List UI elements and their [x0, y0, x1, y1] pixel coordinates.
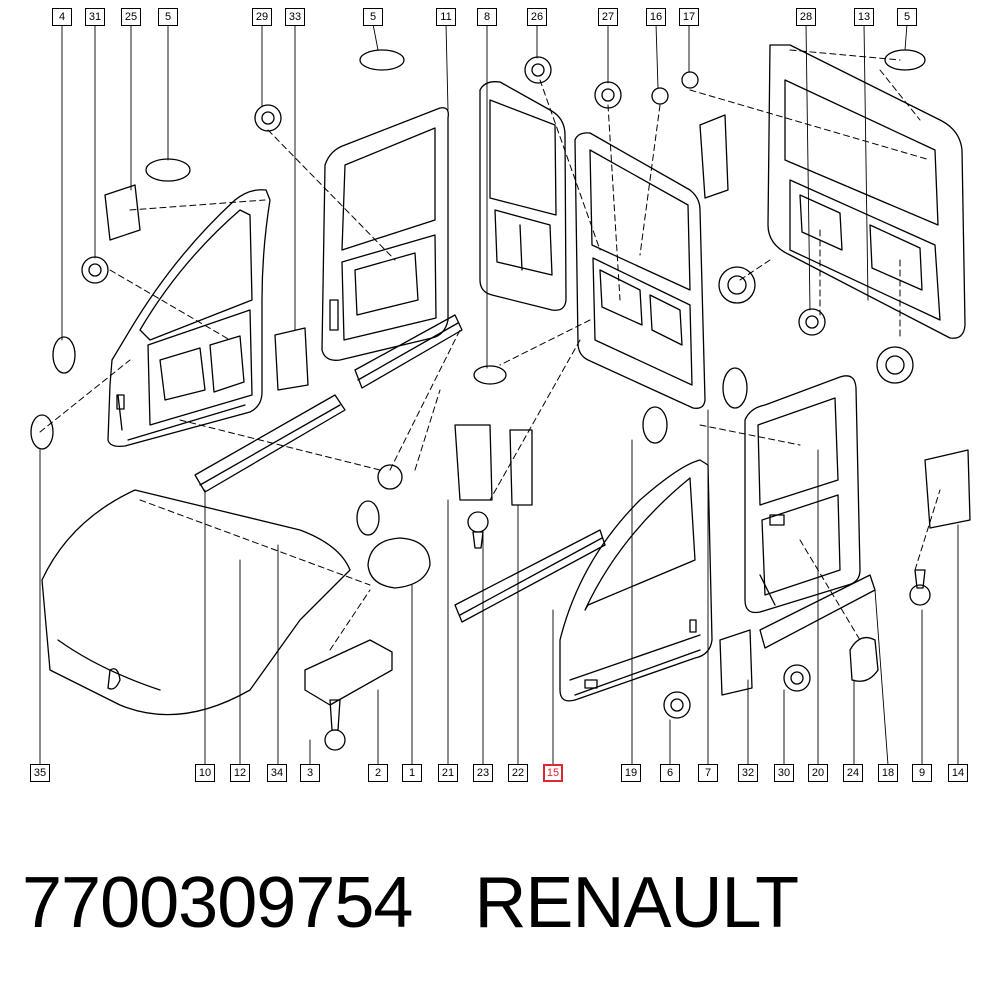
callout-top-5c: 5 [897, 8, 917, 26]
hood-drawing [41, 489, 351, 716]
callout-bottom-20: 20 [808, 764, 828, 782]
sliding-door-drawing [574, 132, 706, 409]
callout-top-13: 13 [854, 8, 874, 26]
callout-top-17: 17 [679, 8, 699, 26]
callout-top-5a: 5 [158, 8, 178, 26]
callout-bottom-21: 21 [438, 764, 458, 782]
callout-bottom-6: 6 [660, 764, 680, 782]
callout-bottom-3: 3 [300, 764, 320, 782]
callout-bottom-35: 35 [30, 764, 50, 782]
callout-top-4: 4 [52, 8, 72, 26]
callout-bottom-32: 32 [738, 764, 758, 782]
callout-top-27: 27 [598, 8, 618, 26]
dashed-locator-lines [39, 49, 941, 651]
centre-door-drawing [479, 81, 567, 311]
callout-bottom-7: 7 [698, 764, 718, 782]
callout-top-5b: 5 [363, 8, 383, 26]
callout-top-16: 16 [646, 8, 666, 26]
callout-bottom-2: 2 [368, 764, 388, 782]
callout-top-25: 25 [121, 8, 141, 26]
leader-lines [39, 23, 959, 766]
callout-top-28: 28 [796, 8, 816, 26]
callout-bottom-14: 14 [948, 764, 968, 782]
callout-bottom-22: 22 [508, 764, 528, 782]
callout-bottom-1: 1 [402, 764, 422, 782]
rear-side-door-drawing [744, 375, 861, 614]
brand-name: RENAULT [474, 863, 799, 943]
callout-bottom-18: 18 [878, 764, 898, 782]
callout-bottom-30: 30 [774, 764, 794, 782]
caption: 7700309754 RENAULT [22, 858, 799, 948]
exploded-door-diagram [30, 23, 971, 766]
callout-top-29: 29 [252, 8, 272, 26]
callout-bottom-12: 12 [230, 764, 250, 782]
callout-bottom-23: 23 [473, 764, 493, 782]
callout-bottom-9: 9 [912, 764, 932, 782]
callout-top-8: 8 [477, 8, 497, 26]
callout-top-11: 11 [436, 8, 456, 26]
callout-bottom-34: 34 [267, 764, 287, 782]
callout-bottom-15-highlighted: 15 [543, 764, 563, 782]
front-side-door-drawing [559, 459, 713, 702]
front-door-left-drawing [107, 189, 271, 448]
callout-top-26: 26 [527, 8, 547, 26]
callout-top-33: 33 [285, 8, 305, 26]
callout-top-31: 31 [85, 8, 105, 26]
tailgate-frame-drawing [767, 44, 966, 339]
callout-bottom-10: 10 [195, 764, 215, 782]
callout-bottom-24: 24 [843, 764, 863, 782]
part-number: 7700309754 [22, 863, 413, 943]
sill-strips-drawing [194, 314, 876, 649]
rear-door-inner-panel-drawing [321, 107, 449, 361]
callout-bottom-19: 19 [621, 764, 641, 782]
